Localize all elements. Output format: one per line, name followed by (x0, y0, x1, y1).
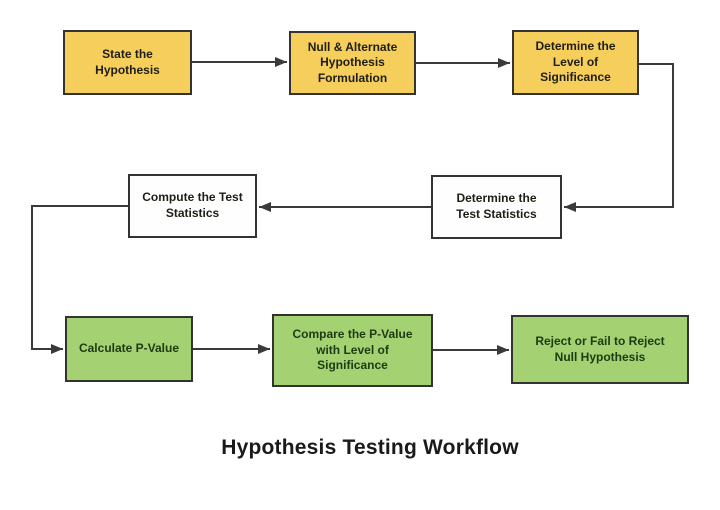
node-null-alternate-formulation: Null & Alternate Hypothesis Formulation (289, 31, 416, 95)
node-calculate-p-value: Calculate P-Value (65, 316, 193, 382)
node-reject-or-fail-to-reject: Reject or Fail to Reject Null Hypothesis (511, 315, 689, 384)
node-compare-p-value: Compare the P-Value with Level of Signif… (272, 314, 433, 387)
node-determine-significance-level: Determine the Level of Significance (512, 30, 639, 95)
node-determine-test-statistics: Determine the Test Statistics (431, 175, 562, 239)
diagram-title: Hypothesis Testing Workflow (221, 436, 519, 459)
node-compute-test-statistics: Compute the Test Statistics (128, 174, 257, 238)
node-state-hypothesis: State the Hypothesis (63, 30, 192, 95)
